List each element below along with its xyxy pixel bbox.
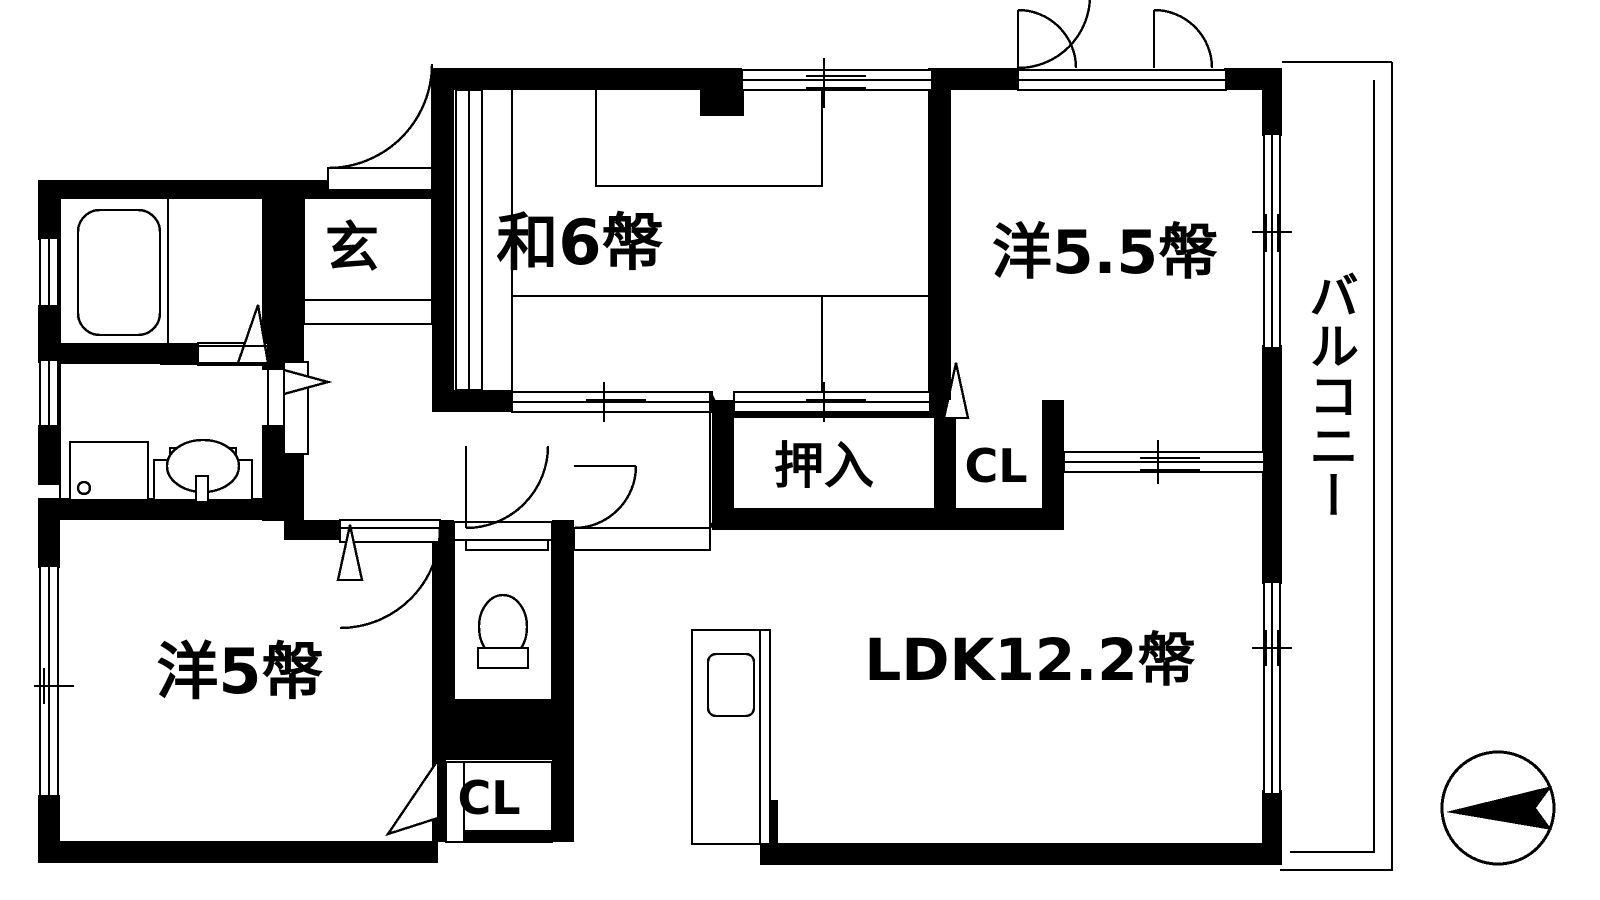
room-label-washitsu: 和6幋	[496, 206, 664, 279]
windows	[39, 69, 1281, 797]
room-label-oshiire: 押入	[774, 437, 874, 495]
interior-detail-lines	[59, 90, 1065, 843]
room-label-yoshitsu5: 洋5幋	[156, 635, 324, 708]
room-label-balcony: バルコニー	[1301, 270, 1359, 520]
walls	[38, 68, 1282, 865]
openings	[197, 167, 931, 843]
fixtures	[68, 208, 772, 846]
washing-machine-pan	[68, 440, 150, 502]
bathtub	[76, 208, 162, 337]
dimension-ticks	[34, 58, 1292, 704]
door-swings	[327, 0, 1214, 630]
room-label-ldk: LDK12.2幋	[864, 626, 1196, 694]
room-label-closet-cl-lower: CL	[457, 771, 521, 825]
room-label-genkan: 玄	[325, 216, 379, 279]
room-label-yoshitsu55: 洋5.5幋	[991, 218, 1219, 288]
north-arrow-icon	[1440, 750, 1556, 866]
folding-doors	[236, 304, 970, 837]
room-label-closet-cl-upper: CL	[964, 439, 1028, 493]
thin-lines	[1280, 61, 1393, 871]
